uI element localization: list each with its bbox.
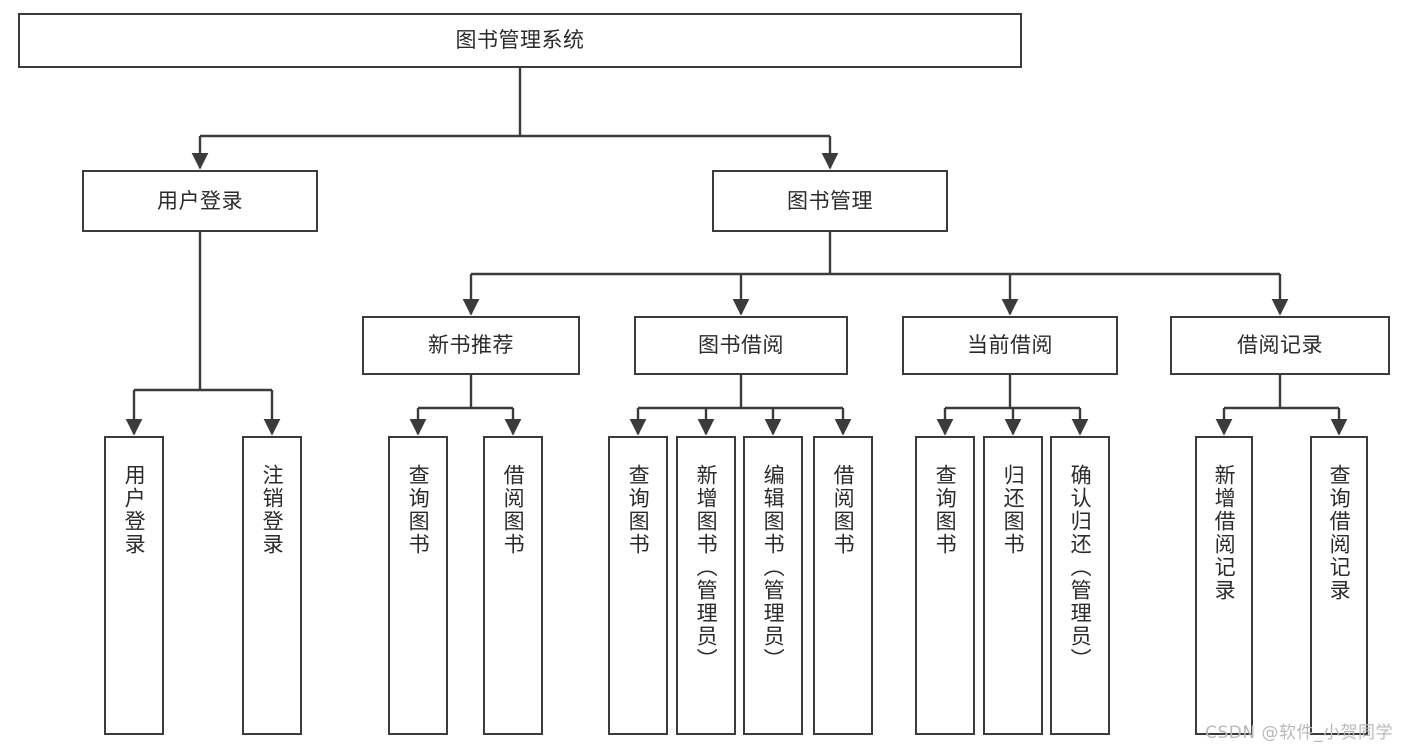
node-label: 图书管理 xyxy=(787,188,873,213)
node-leaf-logout[interactable]: 注销登录 xyxy=(242,436,302,735)
node-leaf-confirm[interactable]: 确认归还（管理员） xyxy=(1050,436,1110,735)
node-label: 注销登录 xyxy=(260,464,285,556)
node-leaf-edit-book[interactable]: 编辑图书（管理员） xyxy=(743,436,803,735)
node-label: 确认归还（管理员） xyxy=(1068,464,1093,671)
node-label: 用户登录 xyxy=(157,188,243,213)
node-label: 编辑图书（管理员） xyxy=(761,464,786,671)
node-label: 借阅图书 xyxy=(501,464,526,556)
node-label: 当前借阅 xyxy=(967,333,1053,358)
node-label: 图书借阅 xyxy=(698,333,784,358)
watermark-text: CSDN @软件_小贺同学 xyxy=(1205,723,1393,743)
node-label: 查询图书 xyxy=(406,464,431,556)
node-leaf-add-book[interactable]: 新增图书（管理员） xyxy=(676,436,736,735)
node-borrow-rec[interactable]: 借阅记录 xyxy=(1170,316,1390,375)
node-leaf-query-2[interactable]: 查询图书 xyxy=(608,436,668,735)
node-leaf-query-3[interactable]: 查询图书 xyxy=(915,436,975,735)
node-label: 用户登录 xyxy=(122,464,147,556)
node-book-borrow[interactable]: 图书借阅 xyxy=(634,316,848,375)
node-label: 图书管理系统 xyxy=(455,28,585,53)
node-user-login[interactable]: 用户登录 xyxy=(82,170,318,232)
node-leaf-return[interactable]: 归还图书 xyxy=(983,436,1043,735)
edge-paths xyxy=(125,68,1348,436)
node-leaf-login[interactable]: 用户登录 xyxy=(104,436,164,735)
node-leaf-borrow-2[interactable]: 借阅图书 xyxy=(813,436,873,735)
node-root[interactable]: 图书管理系统 xyxy=(18,13,1022,68)
node-leaf-add-rec[interactable]: 新增借阅记录 xyxy=(1195,436,1253,735)
node-label: 新书推荐 xyxy=(428,333,514,358)
node-label: 新增图书（管理员） xyxy=(694,464,719,671)
node-cur-borrow[interactable]: 当前借阅 xyxy=(902,316,1118,375)
node-new-book-rec[interactable]: 新书推荐 xyxy=(362,316,580,375)
node-leaf-query-rec[interactable]: 查询借阅记录 xyxy=(1310,436,1368,735)
node-book-mgmt[interactable]: 图书管理 xyxy=(712,170,948,232)
node-label: 归还图书 xyxy=(1001,464,1026,556)
node-label: 查询借阅记录 xyxy=(1327,464,1352,602)
node-leaf-query-1[interactable]: 查询图书 xyxy=(388,436,448,735)
node-label: 新增借阅记录 xyxy=(1212,464,1237,602)
node-label: 借阅图书 xyxy=(831,464,856,556)
node-label: 查询图书 xyxy=(933,464,958,556)
node-label: 查询图书 xyxy=(626,464,651,556)
node-label: 借阅记录 xyxy=(1237,333,1323,358)
node-leaf-borrow-1[interactable]: 借阅图书 xyxy=(483,436,543,735)
